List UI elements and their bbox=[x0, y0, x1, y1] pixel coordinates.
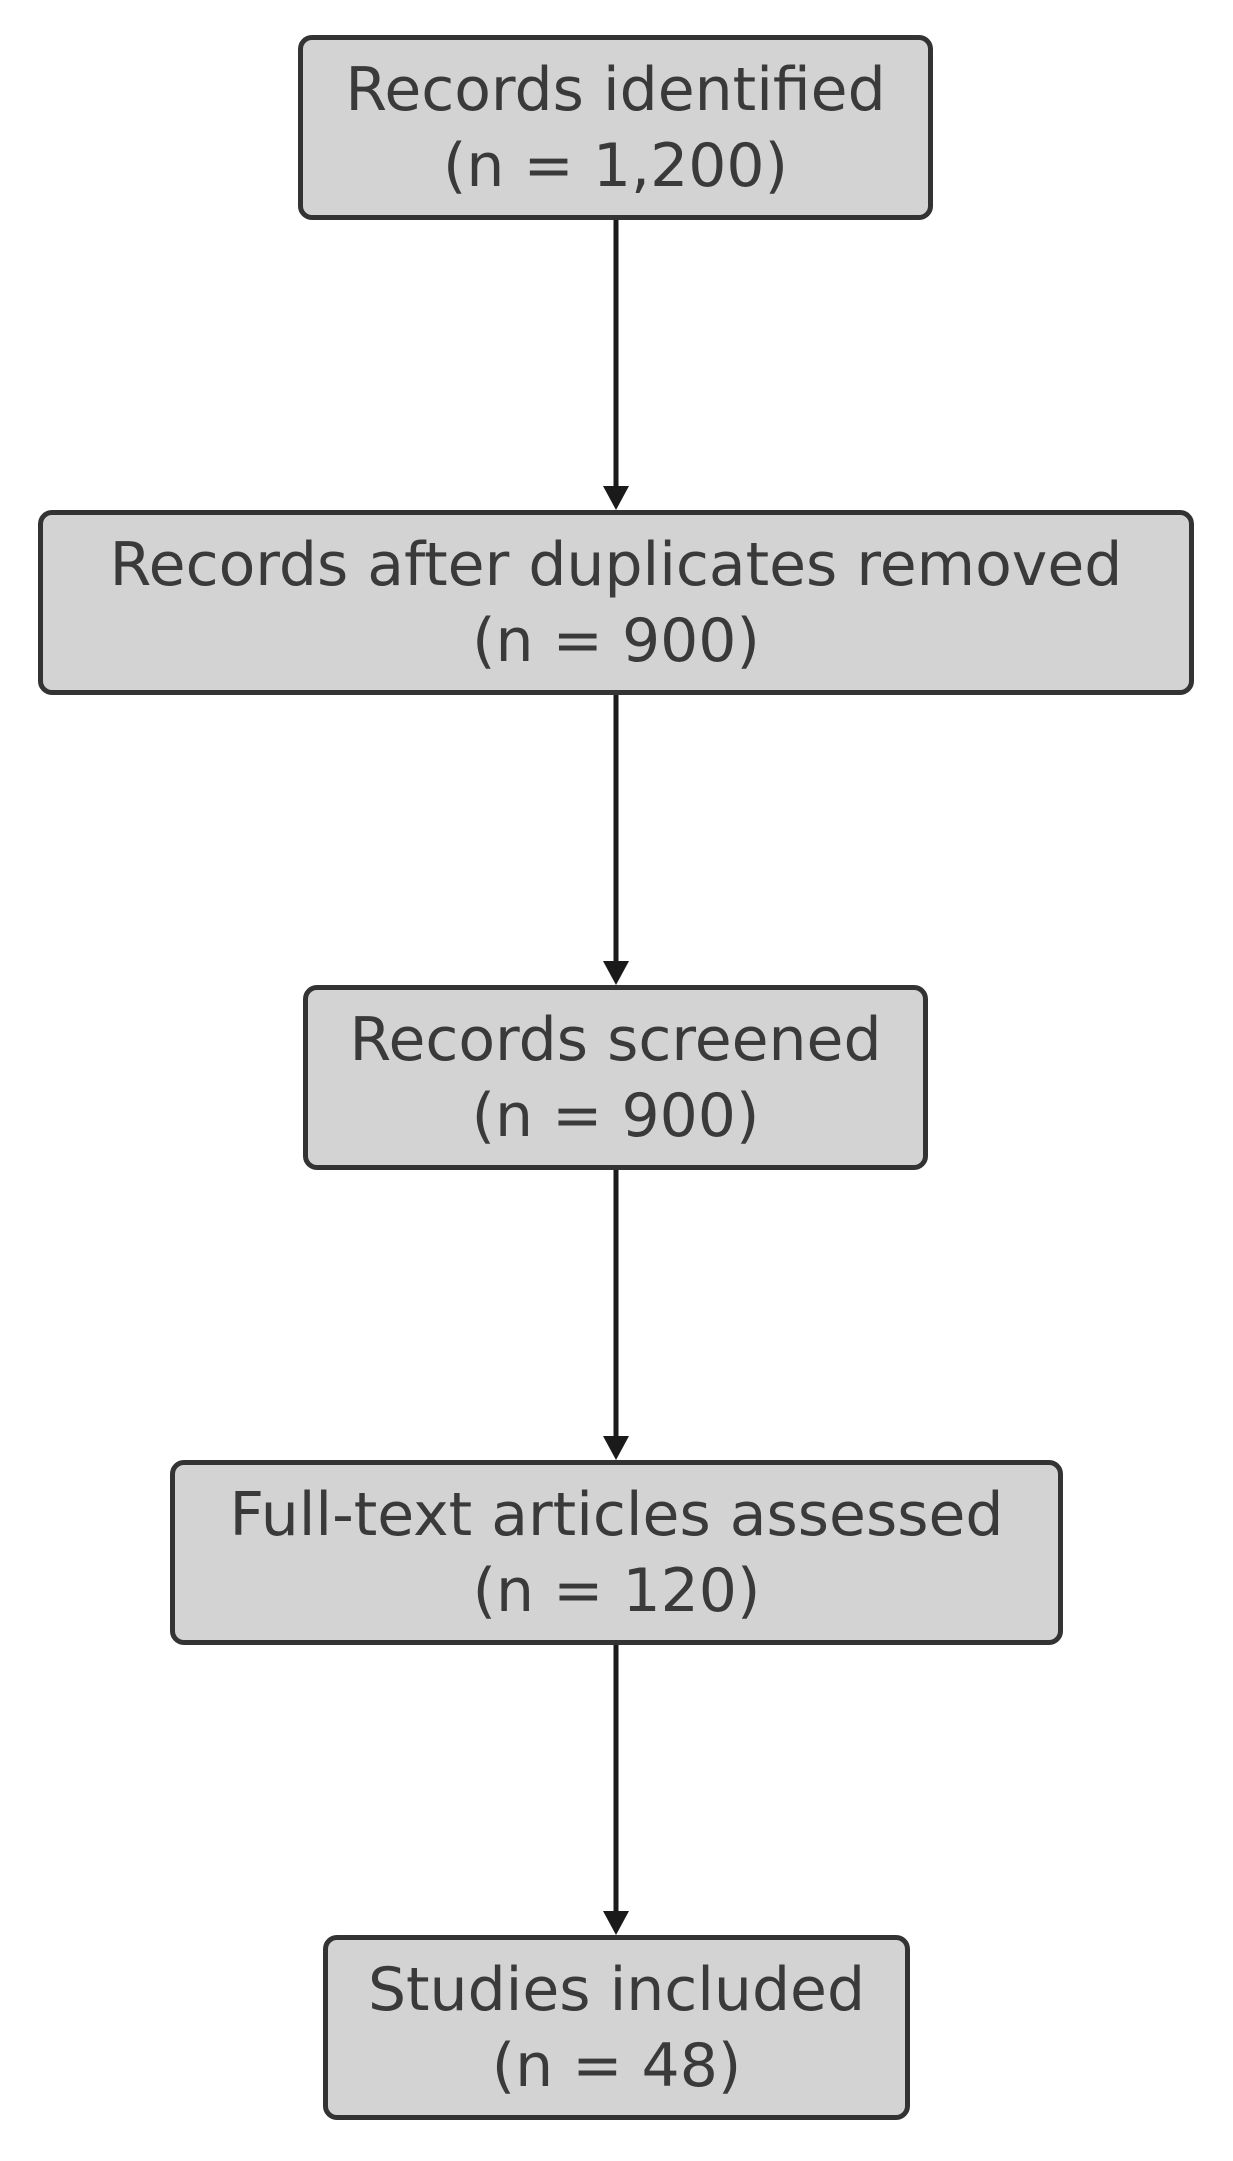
node-label: Full-text articles assessed bbox=[229, 1479, 1004, 1550]
node-count: (n = 900) bbox=[471, 1080, 760, 1151]
node-label: Records identified bbox=[345, 54, 886, 125]
node-count: (n = 48) bbox=[491, 2030, 742, 2101]
node-count: (n = 1,200) bbox=[442, 130, 789, 201]
node-label: Records screened bbox=[349, 1004, 882, 1075]
node-records-screened: Records screened (n = 900) bbox=[303, 985, 928, 1170]
arrow-fulltext-to-included bbox=[603, 1645, 629, 1935]
node-label: Studies included bbox=[367, 1954, 866, 2025]
node-label: Records after duplicates removed bbox=[109, 529, 1123, 600]
node-records-identified: Records identified (n = 1,200) bbox=[298, 35, 933, 220]
node-full-text-articles-assessed: Full-text articles assessed (n = 120) bbox=[170, 1460, 1063, 1645]
node-studies-included: Studies included (n = 48) bbox=[323, 1935, 910, 2120]
arrow-identified-to-deduplicated bbox=[603, 220, 629, 510]
arrow-screened-to-fulltext bbox=[603, 1170, 629, 1460]
arrow-deduplicated-to-screened bbox=[603, 695, 629, 985]
node-count: (n = 120) bbox=[472, 1555, 761, 1626]
node-count: (n = 900) bbox=[472, 605, 760, 676]
node-records-after-duplicates-removed: Records after duplicates removed (n = 90… bbox=[38, 510, 1194, 695]
